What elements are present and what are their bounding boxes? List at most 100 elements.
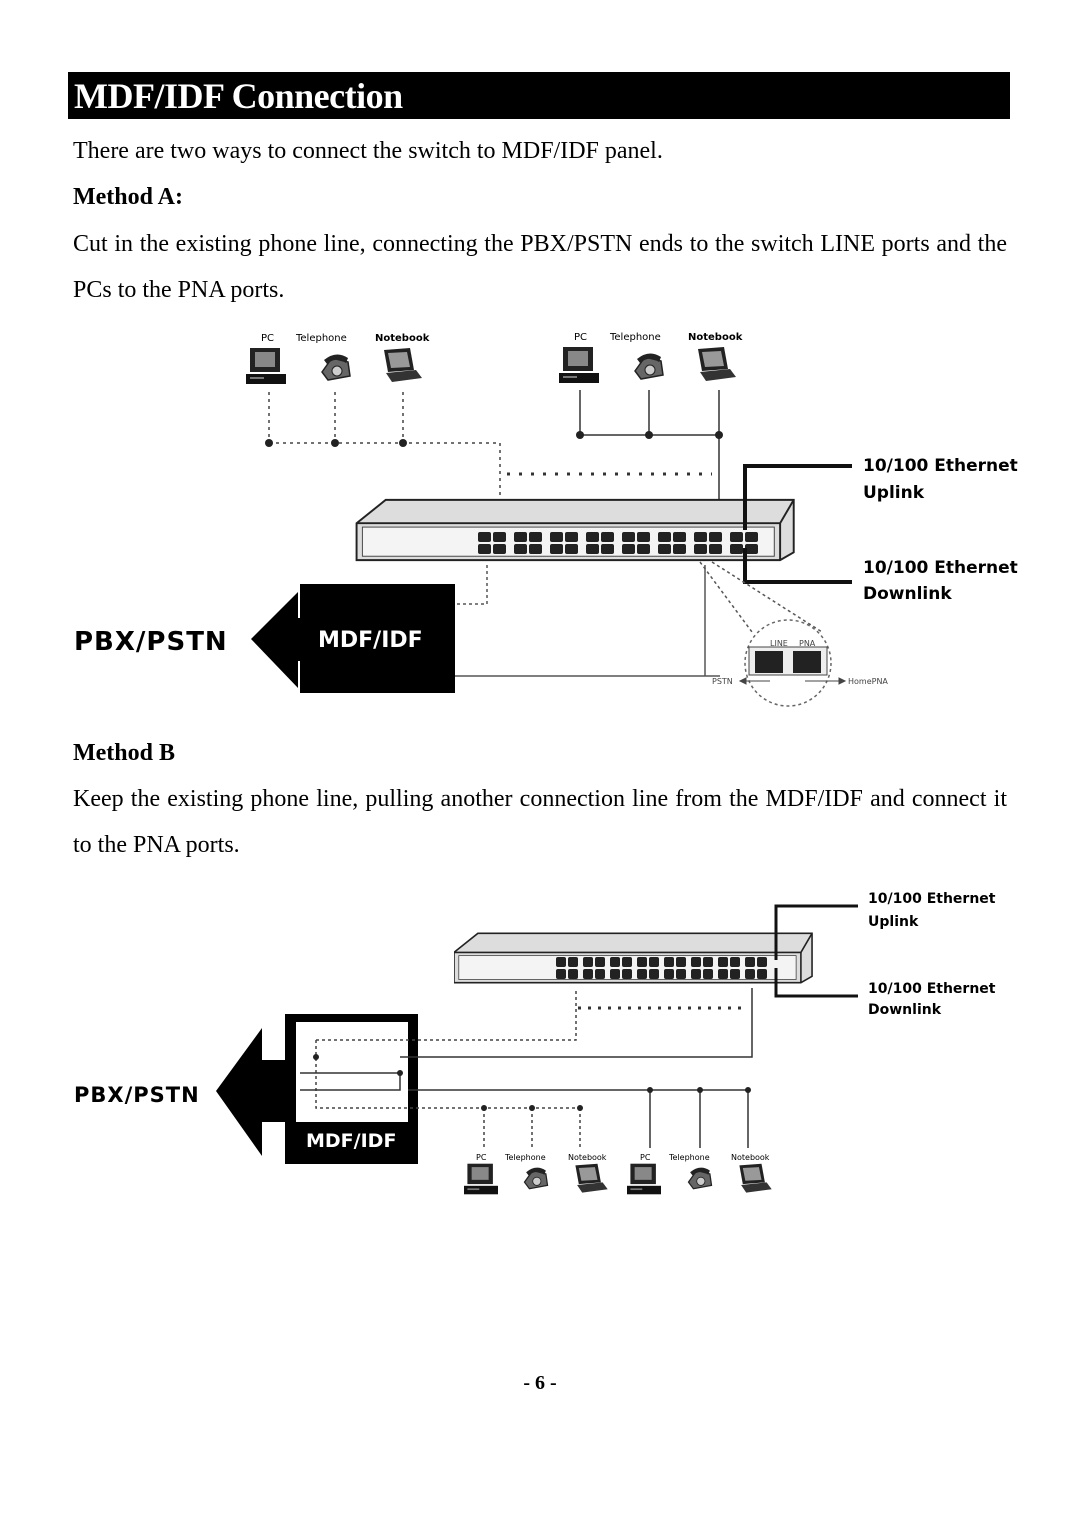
device-label: Telephone	[668, 1153, 710, 1162]
switch-port	[610, 969, 620, 979]
switch-port	[649, 969, 659, 979]
switch-port	[595, 969, 605, 979]
device-label: Notebook	[375, 333, 430, 344]
switch-port	[664, 957, 674, 967]
switch-port	[565, 544, 578, 554]
device-label: PC	[476, 1153, 487, 1162]
switch-port	[730, 957, 740, 967]
method-a-text: Cut in the existing phone line, connecti…	[73, 231, 1007, 303]
device-label: Telephone	[504, 1153, 546, 1162]
switch-port	[610, 957, 620, 967]
device-label: Notebook	[688, 332, 743, 343]
uplink-label-line1: 10/100 Ethernet	[868, 891, 996, 907]
page-title: MDF/IDF Connection	[74, 76, 403, 116]
switch-port	[664, 969, 674, 979]
switch-port	[694, 544, 707, 554]
switch-port	[718, 957, 728, 967]
notebook-icon	[575, 1163, 608, 1193]
switch-port	[658, 532, 671, 542]
switch-port	[550, 544, 563, 554]
switch-port	[622, 544, 635, 554]
homepna-label: HomePNA	[848, 677, 888, 686]
switch-port	[745, 544, 758, 554]
telephone-icon	[687, 1167, 713, 1190]
downlink-label-line2: Downlink	[868, 1002, 942, 1018]
uplink-label-line2: Uplink	[868, 914, 919, 930]
pc-icon	[464, 1163, 498, 1195]
switch-port	[730, 969, 740, 979]
downlink-label-line2: Downlink	[863, 584, 952, 604]
pna-port-label: PNA	[799, 639, 816, 648]
switch-port	[658, 544, 671, 554]
switch-port	[694, 532, 707, 542]
pbx-pstn-label: PBX/PSTN	[74, 1083, 200, 1107]
switch-port	[691, 969, 701, 979]
switch-port	[529, 544, 542, 554]
device-label: PC	[261, 333, 274, 344]
switch-port	[709, 544, 722, 554]
pc-icon	[627, 1163, 661, 1195]
switch-port	[514, 544, 527, 554]
switch-port	[691, 957, 701, 967]
mdf-idf-label: MDF/IDF	[306, 1130, 396, 1152]
switch-port	[478, 544, 491, 554]
section-title-bar: MDF/IDF Connection	[68, 72, 1010, 119]
switch-port	[478, 532, 491, 542]
switch-port	[757, 969, 767, 979]
switch-port	[556, 957, 566, 967]
device-label: Telephone	[609, 332, 661, 343]
downlink-label-line1: 10/100 Ethernet	[863, 558, 1018, 578]
switch-port	[601, 544, 614, 554]
switch-port	[568, 957, 578, 967]
switch-port	[730, 544, 743, 554]
switch-port	[676, 957, 686, 967]
switch-port	[757, 957, 767, 967]
switch-port	[565, 532, 578, 542]
switch-port	[745, 969, 755, 979]
switch-port	[583, 957, 593, 967]
notebook-icon	[739, 1163, 772, 1193]
switch-port	[622, 532, 635, 542]
switch-port	[673, 544, 686, 554]
device-label: Notebook	[731, 1153, 770, 1162]
switch-port	[637, 544, 650, 554]
switch-port	[703, 957, 713, 967]
uplink-label-line1: 10/100 Ethernet	[863, 456, 1018, 476]
switch-port	[601, 532, 614, 542]
device-label: Notebook	[568, 1153, 607, 1162]
line-port-label: LINE	[770, 639, 788, 648]
devices-right-group: PC Telephone Notebook	[559, 332, 743, 383]
switch-port	[493, 532, 506, 542]
pbx-pstn-label: PBX/PSTN	[74, 627, 228, 657]
mdf-idf-label: MDF/IDF	[318, 628, 423, 653]
switch-port	[709, 532, 722, 542]
method-b-heading: Method B	[73, 740, 175, 766]
intro-text: There are two ways to connect the switch…	[73, 138, 663, 164]
devices-bottom-group: PC Telephone Notebook PC Telephone Noteb…	[464, 1153, 772, 1195]
switch-port	[649, 957, 659, 967]
switch-port	[730, 532, 743, 542]
switch-port	[556, 969, 566, 979]
switch-port	[673, 532, 686, 542]
device-label: Telephone	[295, 333, 347, 344]
switch-port	[586, 532, 599, 542]
device-label: PC	[640, 1153, 651, 1162]
switch-port	[637, 957, 647, 967]
device-label: PC	[574, 332, 587, 343]
switch-port	[622, 957, 632, 967]
switch-port	[568, 969, 578, 979]
switch-port	[583, 969, 593, 979]
mdf-idf-box	[300, 584, 455, 693]
telephone-icon	[523, 1167, 549, 1190]
switch-port	[637, 969, 647, 979]
switch-port	[622, 969, 632, 979]
switch-port	[514, 532, 527, 542]
method-b-text: Keep the existing phone line, pulling an…	[73, 786, 1007, 858]
switch-port	[595, 957, 605, 967]
method-a-heading: Method A:	[73, 184, 183, 210]
switch-port	[586, 544, 599, 554]
uplink-label-line2: Uplink	[863, 483, 925, 503]
switch-port	[529, 532, 542, 542]
